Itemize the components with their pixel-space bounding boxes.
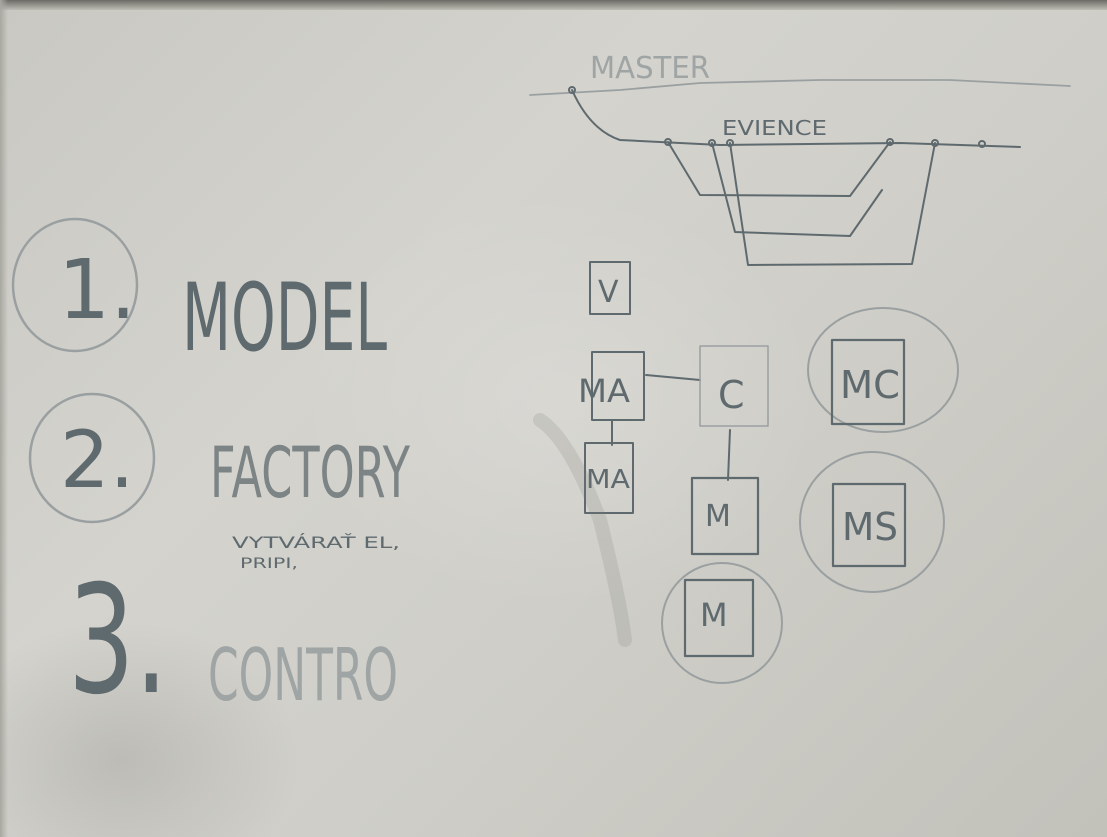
box-ma-top: [591, 351, 645, 421]
circle-item-2: [28, 392, 156, 524]
board-top-frame: [0, 0, 1107, 10]
item-1-number: 1.: [58, 243, 136, 338]
box-ms-label: MS: [842, 505, 898, 549]
item-2-number: 2.: [60, 416, 134, 506]
item-3-label: CONTRO: [208, 633, 398, 717]
box-ms: [831, 482, 907, 568]
box-ma-bottom-label: MA: [586, 465, 630, 495]
sub-branch-3: [729, 142, 936, 266]
circle-ms: [799, 451, 945, 593]
box-m-top-label: M: [705, 499, 731, 534]
circle-mc: [807, 307, 959, 433]
box-mc: [830, 338, 906, 426]
circle-m-bottom: [661, 562, 783, 684]
item-2-note-line-2: PRIPI,: [240, 556, 298, 572]
item-1-label: MODEL: [182, 264, 387, 373]
commit-dot: [978, 140, 986, 148]
connector-ma-c: [645, 374, 701, 381]
circle-item-1: [11, 217, 139, 353]
eraser-smudge: [533, 413, 632, 647]
commit-dot: [664, 138, 672, 146]
box-c: [699, 345, 769, 427]
master-branch-line: [529, 79, 1071, 96]
board-left-frame: [0, 0, 8, 837]
box-mc-label: MC: [840, 363, 900, 407]
git-branch-diagram: MASTER EVIENCE: [529, 51, 1071, 266]
feature-branch-line: [571, 89, 1021, 148]
box-v: [589, 261, 631, 315]
component-diagram: V MA MA C M M MC MS: [578, 261, 959, 684]
box-m-top: [690, 476, 760, 556]
box-ma-top-label: MA: [578, 372, 630, 410]
box-m-bottom: [683, 578, 755, 658]
list-item-1: 1. MODEL: [11, 217, 387, 373]
item-3-number: 3.: [68, 554, 168, 728]
feature-branch-label: EVIENCE: [722, 116, 827, 140]
box-m-bottom-label: M: [700, 596, 728, 634]
box-ma-bottom: [584, 442, 634, 514]
list-item-3: 3. CONTRO: [68, 554, 398, 728]
list-item-2: 2. FACTORY VYTVÁRAŤ EL, PRIPI,: [28, 392, 410, 572]
connector-c-m: [727, 429, 731, 481]
sub-branch-2: [711, 142, 883, 237]
commit-dot: [886, 138, 894, 146]
box-v-label: V: [598, 275, 619, 310]
item-2-note-line-1: VYTVÁRAŤ EL,: [232, 533, 400, 552]
master-branch-label: MASTER: [590, 51, 710, 86]
commit-dot: [568, 86, 576, 94]
sub-branch-1: [667, 141, 891, 197]
item-2-label: FACTORY: [210, 432, 410, 514]
box-c-label: C: [718, 373, 745, 417]
